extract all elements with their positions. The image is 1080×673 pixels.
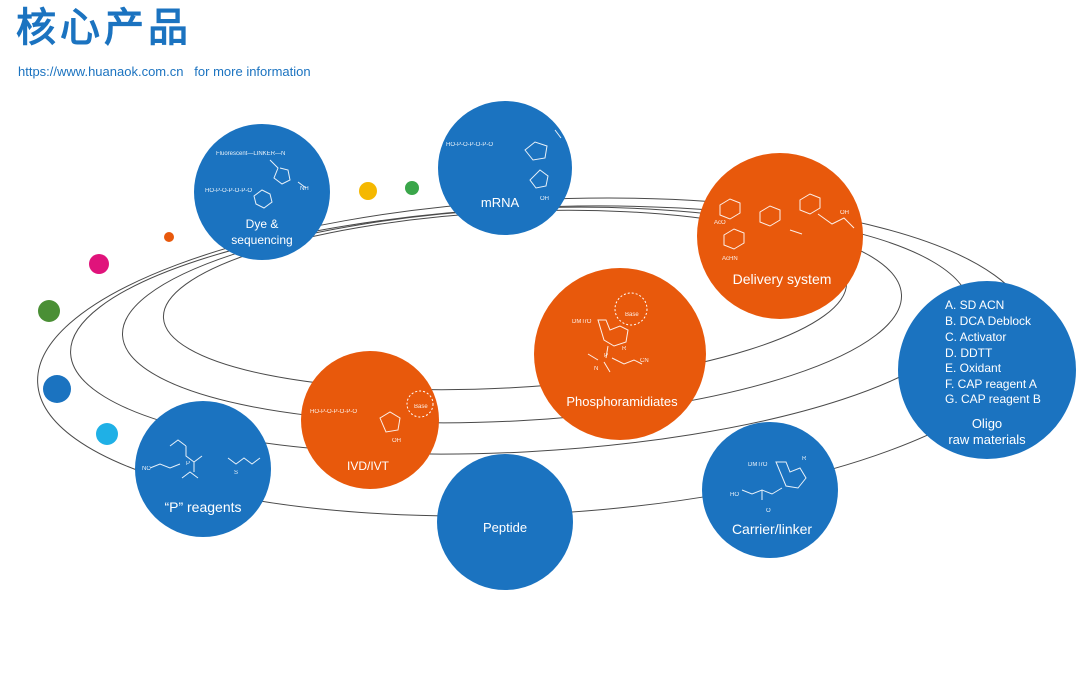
dot-green <box>38 300 60 322</box>
chem-mrna-phosphates: HO-P-O-P-O-P-O <box>446 142 493 148</box>
chem-carrier-dmtro: DMTrO <box>748 462 768 468</box>
chem-mrna-oh: OH <box>540 196 549 202</box>
product-mrna[interactable]: HO-P-O-P-O-P-O OH mRNA <box>438 101 572 235</box>
chem-ivd-base: Base <box>414 404 428 410</box>
chem-fluor-linker: Fluorescent—LINKER—N <box>216 151 285 157</box>
chem-p-nc: NC <box>142 466 151 472</box>
product-p-reagents[interactable]: NC P S “P” reagents <box>135 401 271 537</box>
chem-ivd-oh: OH <box>392 438 401 444</box>
chem-carrier-o: O <box>766 508 771 514</box>
chem-amidite-base: Base <box>625 312 639 318</box>
page-title: 核心产品 <box>16 5 192 51</box>
p-reagents-label: “P” reagents <box>164 499 241 515</box>
ivd-structure-drawing: HO-P-O-P-O-P-O Base OH <box>310 390 434 444</box>
product-phosphoramidiates[interactable]: Base DMTrO P N R CN Phosphoramidiates <box>534 268 706 440</box>
chem-amidite-dmtro: DMTrO <box>572 319 592 325</box>
phosphoramidiates-label: Phosphoramidiates <box>566 394 678 409</box>
chem-amidite-p: P <box>604 353 608 359</box>
oligo-label-line2: raw materials <box>948 432 1026 447</box>
product-oligo-raw-materials[interactable]: A. SD ACN B. DCA Deblock C. Activator D.… <box>898 281 1076 459</box>
peptide-label: Peptide <box>483 520 527 535</box>
product-dye-sequencing[interactable]: Fluorescent—LINKER—N HO-P-O-P-O-P-O NH D… <box>194 124 330 260</box>
delivery-structure-drawing: AcO AcHN OH <box>714 193 855 262</box>
chem-amidite-n: N <box>594 366 598 372</box>
product-ivd-ivt[interactable]: HO-P-O-P-O-P-O Base OH IVD/IVT <box>301 351 439 489</box>
carrier-structure-drawing: DMTrO R HO O <box>730 456 807 514</box>
dye-label-line2: sequencing <box>231 233 292 247</box>
chem-delivery-oh: OH <box>840 210 849 216</box>
chem-carrier-r: R <box>802 456 807 462</box>
oligo-item-b: B. DCA Deblock <box>945 314 1032 328</box>
delivery-label: Delivery system <box>733 271 832 287</box>
dot-orange-small <box>164 232 174 242</box>
oligo-item-c: C. Activator <box>945 330 1006 344</box>
oligo-item-g: G. CAP reagent B <box>945 392 1041 406</box>
product-peptide[interactable]: Peptide <box>437 454 573 590</box>
chem-p-s: S <box>234 470 238 476</box>
carrier-label: Carrier/linker <box>732 521 812 537</box>
ivd-label: IVD/IVT <box>347 459 390 473</box>
phosphoramidite-structure-drawing: Base DMTrO P N R CN <box>572 292 649 373</box>
chem-carrier-ho: HO <box>730 492 739 498</box>
dot-green-small <box>405 181 419 195</box>
decorative-dots <box>38 181 419 445</box>
chem-delivery-achn: AcHN <box>722 256 738 262</box>
p-reagents-structure-drawing: NC P S <box>142 439 261 479</box>
chem-delivery-aco: AcO <box>714 220 726 226</box>
website-subtitle: https://www.huanaok.com.cn for more info… <box>18 64 311 79</box>
oligo-label-line1: Oligo <box>972 416 1002 431</box>
dot-magenta <box>89 254 109 274</box>
chem-ivd-phosphates: HO-P-O-P-O-P-O <box>310 409 357 415</box>
chem-p-p: P <box>186 461 190 467</box>
dot-blue <box>43 375 71 403</box>
dot-yellow <box>359 182 377 200</box>
product-carrier-linker[interactable]: DMTrO R HO O Carrier/linker <box>702 422 838 558</box>
chem-amidite-r: R <box>622 346 627 352</box>
chem-amidite-cn: CN <box>640 358 649 364</box>
dot-cyan <box>96 423 118 445</box>
oligo-item-d: D. DDTT <box>945 346 993 360</box>
mrna-label: mRNA <box>481 195 520 210</box>
mrna-structure-drawing: HO-P-O-P-O-P-O OH <box>446 129 562 202</box>
oligo-item-e: E. Oxidant <box>945 361 1002 375</box>
product-delivery-system[interactable]: AcO AcHN OH Delivery system <box>697 153 863 319</box>
dye-structure-drawing: Fluorescent—LINKER—N HO-P-O-P-O-P-O NH <box>205 151 309 209</box>
chem-dye-phosphates: HO-P-O-P-O-P-O <box>205 188 252 194</box>
oligo-item-f: F. CAP reagent A <box>945 377 1037 391</box>
oligo-item-a: A. SD ACN <box>945 298 1004 312</box>
dye-label-line1: Dye & <box>246 217 279 231</box>
chem-dye-nh: NH <box>300 186 309 192</box>
